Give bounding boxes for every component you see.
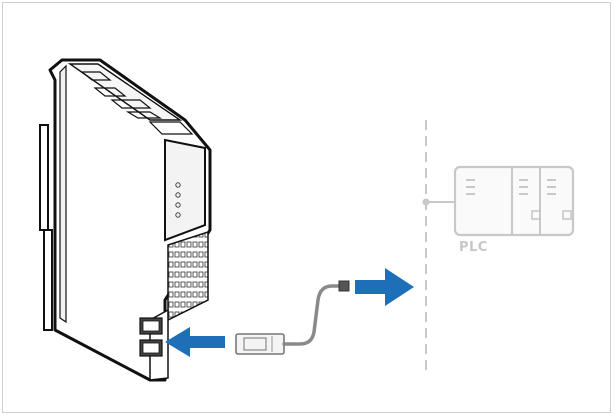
plc-icon: [453, 165, 575, 237]
connect-arrow-to-device: [165, 327, 225, 357]
connect-arrow-to-network: [355, 268, 414, 306]
gateway-device: [39, 58, 212, 382]
ethernet-cable: [235, 280, 350, 355]
plc-label: PLC: [459, 240, 488, 255]
network-bus-line: [422, 120, 455, 370]
ethernet-ports: [139, 317, 163, 357]
